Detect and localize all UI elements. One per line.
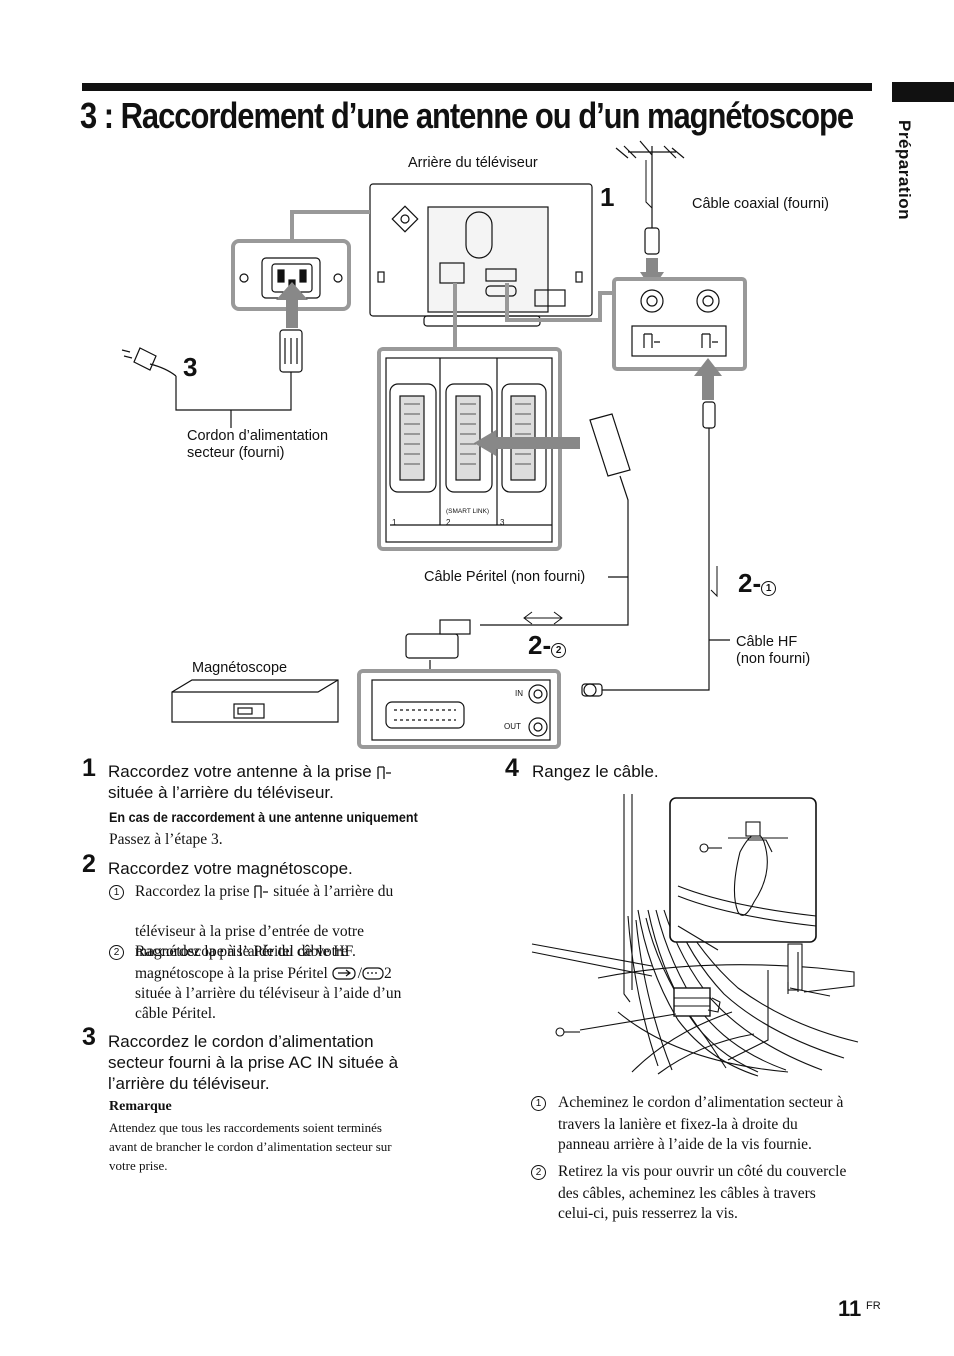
scart-cable-label: Câble Péritel (non fourni) (424, 569, 586, 585)
power-cord-label: Cordon d’alimentation secteur (fourni) (187, 428, 329, 461)
language-code: FR (866, 1300, 881, 1312)
step-4-number: 4 (505, 754, 519, 782)
callout-step-1: 1 (600, 182, 615, 212)
step-2-item-2: 2 Raccordez la prise Péritel de votre ma… (109, 942, 459, 1024)
step-4-item-1: 1 Acheminez le cordon d’alimentation sec… (531, 1093, 881, 1155)
vcr-in-label: IN (515, 689, 523, 698)
section-tab-marker (892, 82, 954, 102)
vcr-back-panel (357, 669, 561, 749)
tv-back-label: Arrière du téléviseur (408, 155, 538, 171)
ac-inlet-illustration (231, 239, 351, 311)
scart-input-icon (332, 967, 356, 980)
callout-step-2-1: 2-1 (738, 568, 777, 599)
step-1-text: Raccordez votre antenne à la prise situé… (108, 761, 392, 803)
scart-output-icon (362, 967, 384, 980)
antenna-jack-panel (612, 277, 747, 371)
callout-step-2-2: 2-2 (528, 630, 567, 661)
step-1-sub-text: Passez à l’étape 3. (109, 831, 223, 848)
title-rule (82, 83, 872, 91)
remark-title: Remarque (109, 1099, 172, 1114)
step-1-sub-heading: En cas de raccordement à une antenne uni… (109, 809, 418, 825)
step-3-number: 3 (82, 1023, 96, 1051)
rf-cable-label: Câble HF (non fourni) (736, 634, 811, 667)
remark-text: Attendez que tous les raccordements soie… (109, 1120, 392, 1173)
step-2-number: 2 (82, 850, 96, 878)
scart-number-2: 2 (446, 518, 451, 527)
step-4-text: Rangez le câble. (532, 762, 659, 781)
coax-cable-label: Câble coaxial (fourni) (692, 196, 830, 212)
step-1-number: 1 (82, 754, 96, 782)
vcr-illustration (171, 679, 339, 723)
page-title: 3 : Raccordement d’une antenne ou d’un m… (80, 95, 854, 136)
scart-number-1: 1 (392, 518, 397, 527)
antenna-illustration (615, 140, 685, 290)
step-4-item-2: 2 Retirez la vis pour ouvrir un côté du … (531, 1162, 881, 1224)
cable-routing-illustration (531, 794, 859, 1077)
scart-panel-illustration (377, 347, 562, 551)
callout-step-3: 3 (183, 352, 198, 382)
step-3-text: Raccordez le cordon d’alimentation secte… (108, 1032, 399, 1093)
vcr-out-label: OUT (504, 722, 521, 731)
page-number: 11 (838, 1296, 862, 1321)
step-2-item-1: 1 Raccordez la prise située à l’arrière … (109, 882, 459, 962)
scart-number-3: 3 (500, 518, 505, 527)
section-tab-label: Préparation (895, 120, 914, 220)
tv-back-illustration (369, 183, 593, 327)
antenna-out-icon (254, 885, 269, 898)
step-2-text: Raccordez votre magnétoscope. (108, 859, 353, 878)
connection-diagram (121, 140, 747, 749)
smart-link-label: (SMART LINK) (446, 508, 490, 515)
vcr-label: Magnétoscope (192, 660, 288, 676)
antenna-in-icon (377, 766, 392, 779)
